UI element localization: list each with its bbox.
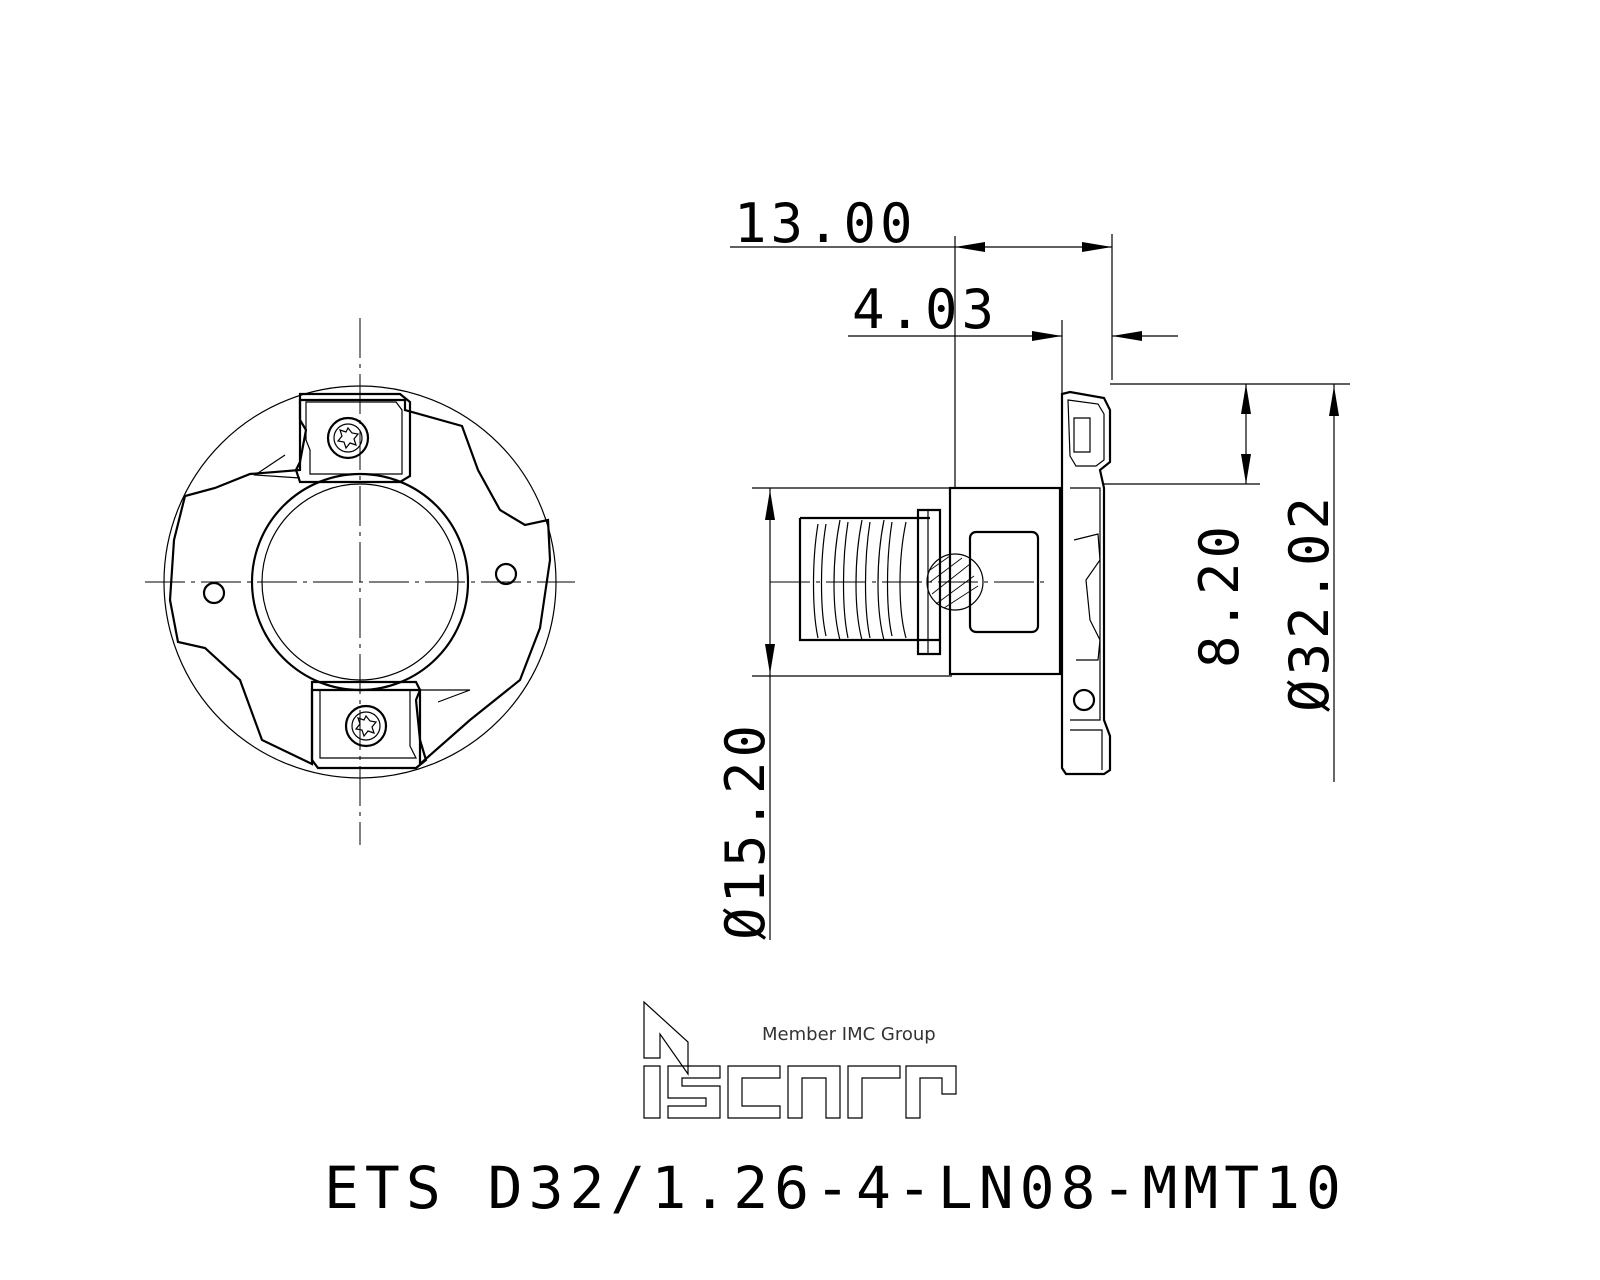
dimension-radial-depth: 8.20: [1104, 383, 1350, 668]
iscar-logo: Member IMC Group: [643, 1000, 957, 1119]
logo-tagline: Member IMC Group: [762, 1024, 936, 1045]
dimension-diameter-cut: Ø32.02: [1278, 384, 1341, 782]
front-insert-top: [253, 392, 412, 484]
front-hole-left: [202, 581, 226, 605]
side-body-pocket: [968, 530, 1040, 634]
front-screw-bottom-head: [344, 704, 388, 748]
dimension-diameter-shank: Ø15.20: [714, 487, 952, 940]
front-bore-inner: [261, 483, 459, 681]
side-cutting-head: [1060, 390, 1112, 776]
torx-icon: [354, 714, 378, 738]
side-body: [948, 486, 1062, 676]
side-threaded-shank: [798, 508, 942, 656]
dimension-length-offset: 4.03: [848, 278, 1178, 394]
dim-text-32: Ø32.02: [1278, 493, 1341, 712]
front-hole-right: [494, 562, 518, 586]
part-number: ETS D32/1.26-4-LN08-MMT10: [324, 1154, 1347, 1222]
side-hatched-section: [926, 553, 984, 611]
front-outer-circle: [163, 385, 557, 779]
dim-text-8: 8.20: [1188, 522, 1251, 668]
dimension-length-total: 13.00: [730, 192, 1113, 488]
front-view: [145, 318, 575, 845]
front-screw-top-head: [326, 416, 370, 460]
dim-text-4: 4.03: [852, 278, 998, 341]
dim-text-13: 13.00: [734, 192, 917, 255]
torx-icon: [336, 426, 360, 450]
front-insert-bottom: [310, 680, 471, 770]
dim-text-15: Ø15.20: [714, 721, 777, 940]
side-view: [770, 390, 1112, 776]
side-cutting-head-hole: [1072, 688, 1096, 712]
